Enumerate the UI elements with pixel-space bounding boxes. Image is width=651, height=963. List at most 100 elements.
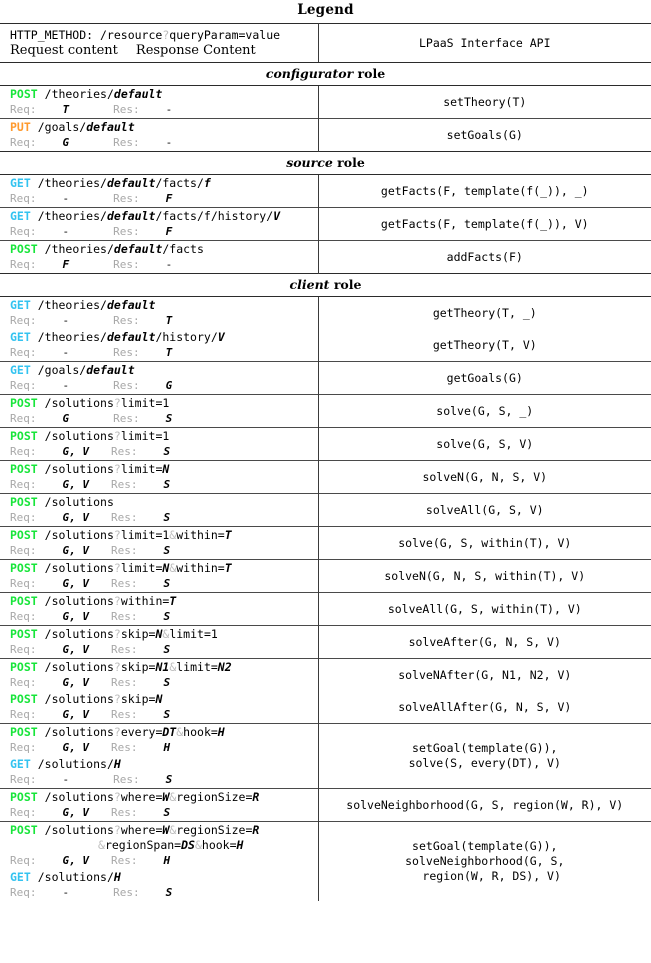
req-label: Req: bbox=[10, 773, 37, 786]
endpoint-path: POST /solutions?where=W&regionSize=R bbox=[0, 790, 318, 805]
api-cell: getTheory(T, _) bbox=[432, 305, 537, 320]
path-literal: /solutions bbox=[44, 495, 114, 509]
res-value: T bbox=[165, 314, 173, 327]
api-cell: setGoal(template(G)), solveNeighborhood(… bbox=[318, 821, 651, 901]
path-literal: skip= bbox=[120, 660, 156, 674]
path-separator: ? bbox=[113, 823, 121, 837]
path-literal: /solutions/ bbox=[37, 870, 114, 884]
rule bbox=[0, 151, 651, 152]
endpoint-path: POST /solutions?limit=1&within=T bbox=[0, 528, 318, 543]
path-literal: /solutions bbox=[44, 823, 114, 837]
req-label: Req: bbox=[10, 346, 37, 359]
request-content-label: Request content bbox=[10, 43, 118, 58]
res-label: Res: bbox=[113, 103, 140, 116]
req-label: Req: bbox=[10, 708, 37, 721]
path-variable: N bbox=[162, 561, 170, 575]
req-value: G, V bbox=[62, 643, 90, 656]
req-label: Req: bbox=[10, 379, 37, 392]
req-value: G bbox=[62, 136, 70, 149]
req-value: - bbox=[62, 346, 70, 359]
req-label: Req: bbox=[10, 676, 37, 689]
endpoint-path: POST /solutions?skip=N1&limit=N2 bbox=[0, 660, 318, 675]
path-variable: T bbox=[224, 528, 232, 542]
endpoint-path: POST /theories/default bbox=[0, 87, 318, 102]
api-cell: solve(G, S, within(T), V) bbox=[318, 526, 651, 560]
res-value: S bbox=[163, 577, 171, 590]
req-label: Req: bbox=[10, 192, 37, 205]
endpoint-path: GET /theories/default bbox=[0, 298, 318, 313]
path-literal: /solutions bbox=[44, 396, 114, 410]
req-value: - bbox=[62, 886, 70, 899]
path-literal: hook= bbox=[183, 725, 218, 739]
req-value: G, V bbox=[62, 577, 90, 590]
req-label: Req: bbox=[10, 854, 37, 867]
req-value: G, V bbox=[62, 445, 90, 458]
res-label: Res: bbox=[113, 136, 140, 149]
path-separator: & bbox=[162, 627, 170, 641]
role-header-configurator: configurator role bbox=[0, 62, 651, 86]
path-variable: N2 bbox=[217, 660, 232, 674]
path-separator: ? bbox=[113, 594, 121, 608]
req-label: Req: bbox=[10, 225, 37, 238]
http-method: GET bbox=[10, 363, 31, 377]
path-separator: ? bbox=[113, 462, 121, 476]
legend-figure: Legend HTTP_METHOD: /resource?queryParam… bbox=[0, 2, 651, 901]
role-header-row: client role bbox=[0, 274, 651, 297]
req-label: Req: bbox=[10, 643, 37, 656]
path-variable: DS bbox=[181, 838, 195, 852]
path-variable: default bbox=[106, 298, 156, 312]
req-res-line: Req:-Res:S bbox=[0, 772, 318, 787]
endpoint-path: GET /theories/default/facts/f/history/V bbox=[0, 209, 318, 224]
req-label: Req: bbox=[10, 886, 37, 899]
path-separator: ? bbox=[113, 692, 121, 706]
path-literal: limit=1 bbox=[120, 528, 170, 542]
path-literal: every= bbox=[120, 725, 163, 739]
req-value: - bbox=[62, 192, 70, 205]
role-suffix: role bbox=[333, 277, 362, 292]
query-separator: ? bbox=[162, 28, 170, 42]
res-label: Res: bbox=[111, 577, 138, 590]
path-literal: /solutions bbox=[44, 528, 114, 542]
path-literal: within= bbox=[176, 528, 225, 542]
req-value: G, V bbox=[62, 854, 90, 867]
http-method: POST bbox=[10, 87, 38, 101]
req-value: G, V bbox=[62, 478, 90, 491]
path-literal: /solutions bbox=[44, 594, 114, 608]
api-cell: solveN(G, N, S, within(T), V) bbox=[318, 559, 651, 593]
res-label: Res: bbox=[113, 773, 140, 786]
figure-caption: Legend bbox=[297, 2, 354, 18]
res-label: Res: bbox=[111, 544, 138, 557]
path-literal: /solutions bbox=[44, 660, 114, 674]
res-value: S bbox=[163, 676, 171, 689]
path-separator: & bbox=[194, 838, 202, 852]
res-label: Res: bbox=[113, 412, 140, 425]
endpoint-path: POST /solutions?within=T bbox=[0, 594, 318, 609]
api-cell: setTheory(T) bbox=[443, 94, 527, 109]
path-variable: H bbox=[217, 725, 225, 739]
endpoint: POST /solutions?where=W&regionSize=R&reg… bbox=[0, 822, 318, 869]
path-literal: /theories/ bbox=[44, 242, 114, 256]
api-cell: solveNeighborhood(G, S, region(W, R), V) bbox=[318, 788, 651, 822]
